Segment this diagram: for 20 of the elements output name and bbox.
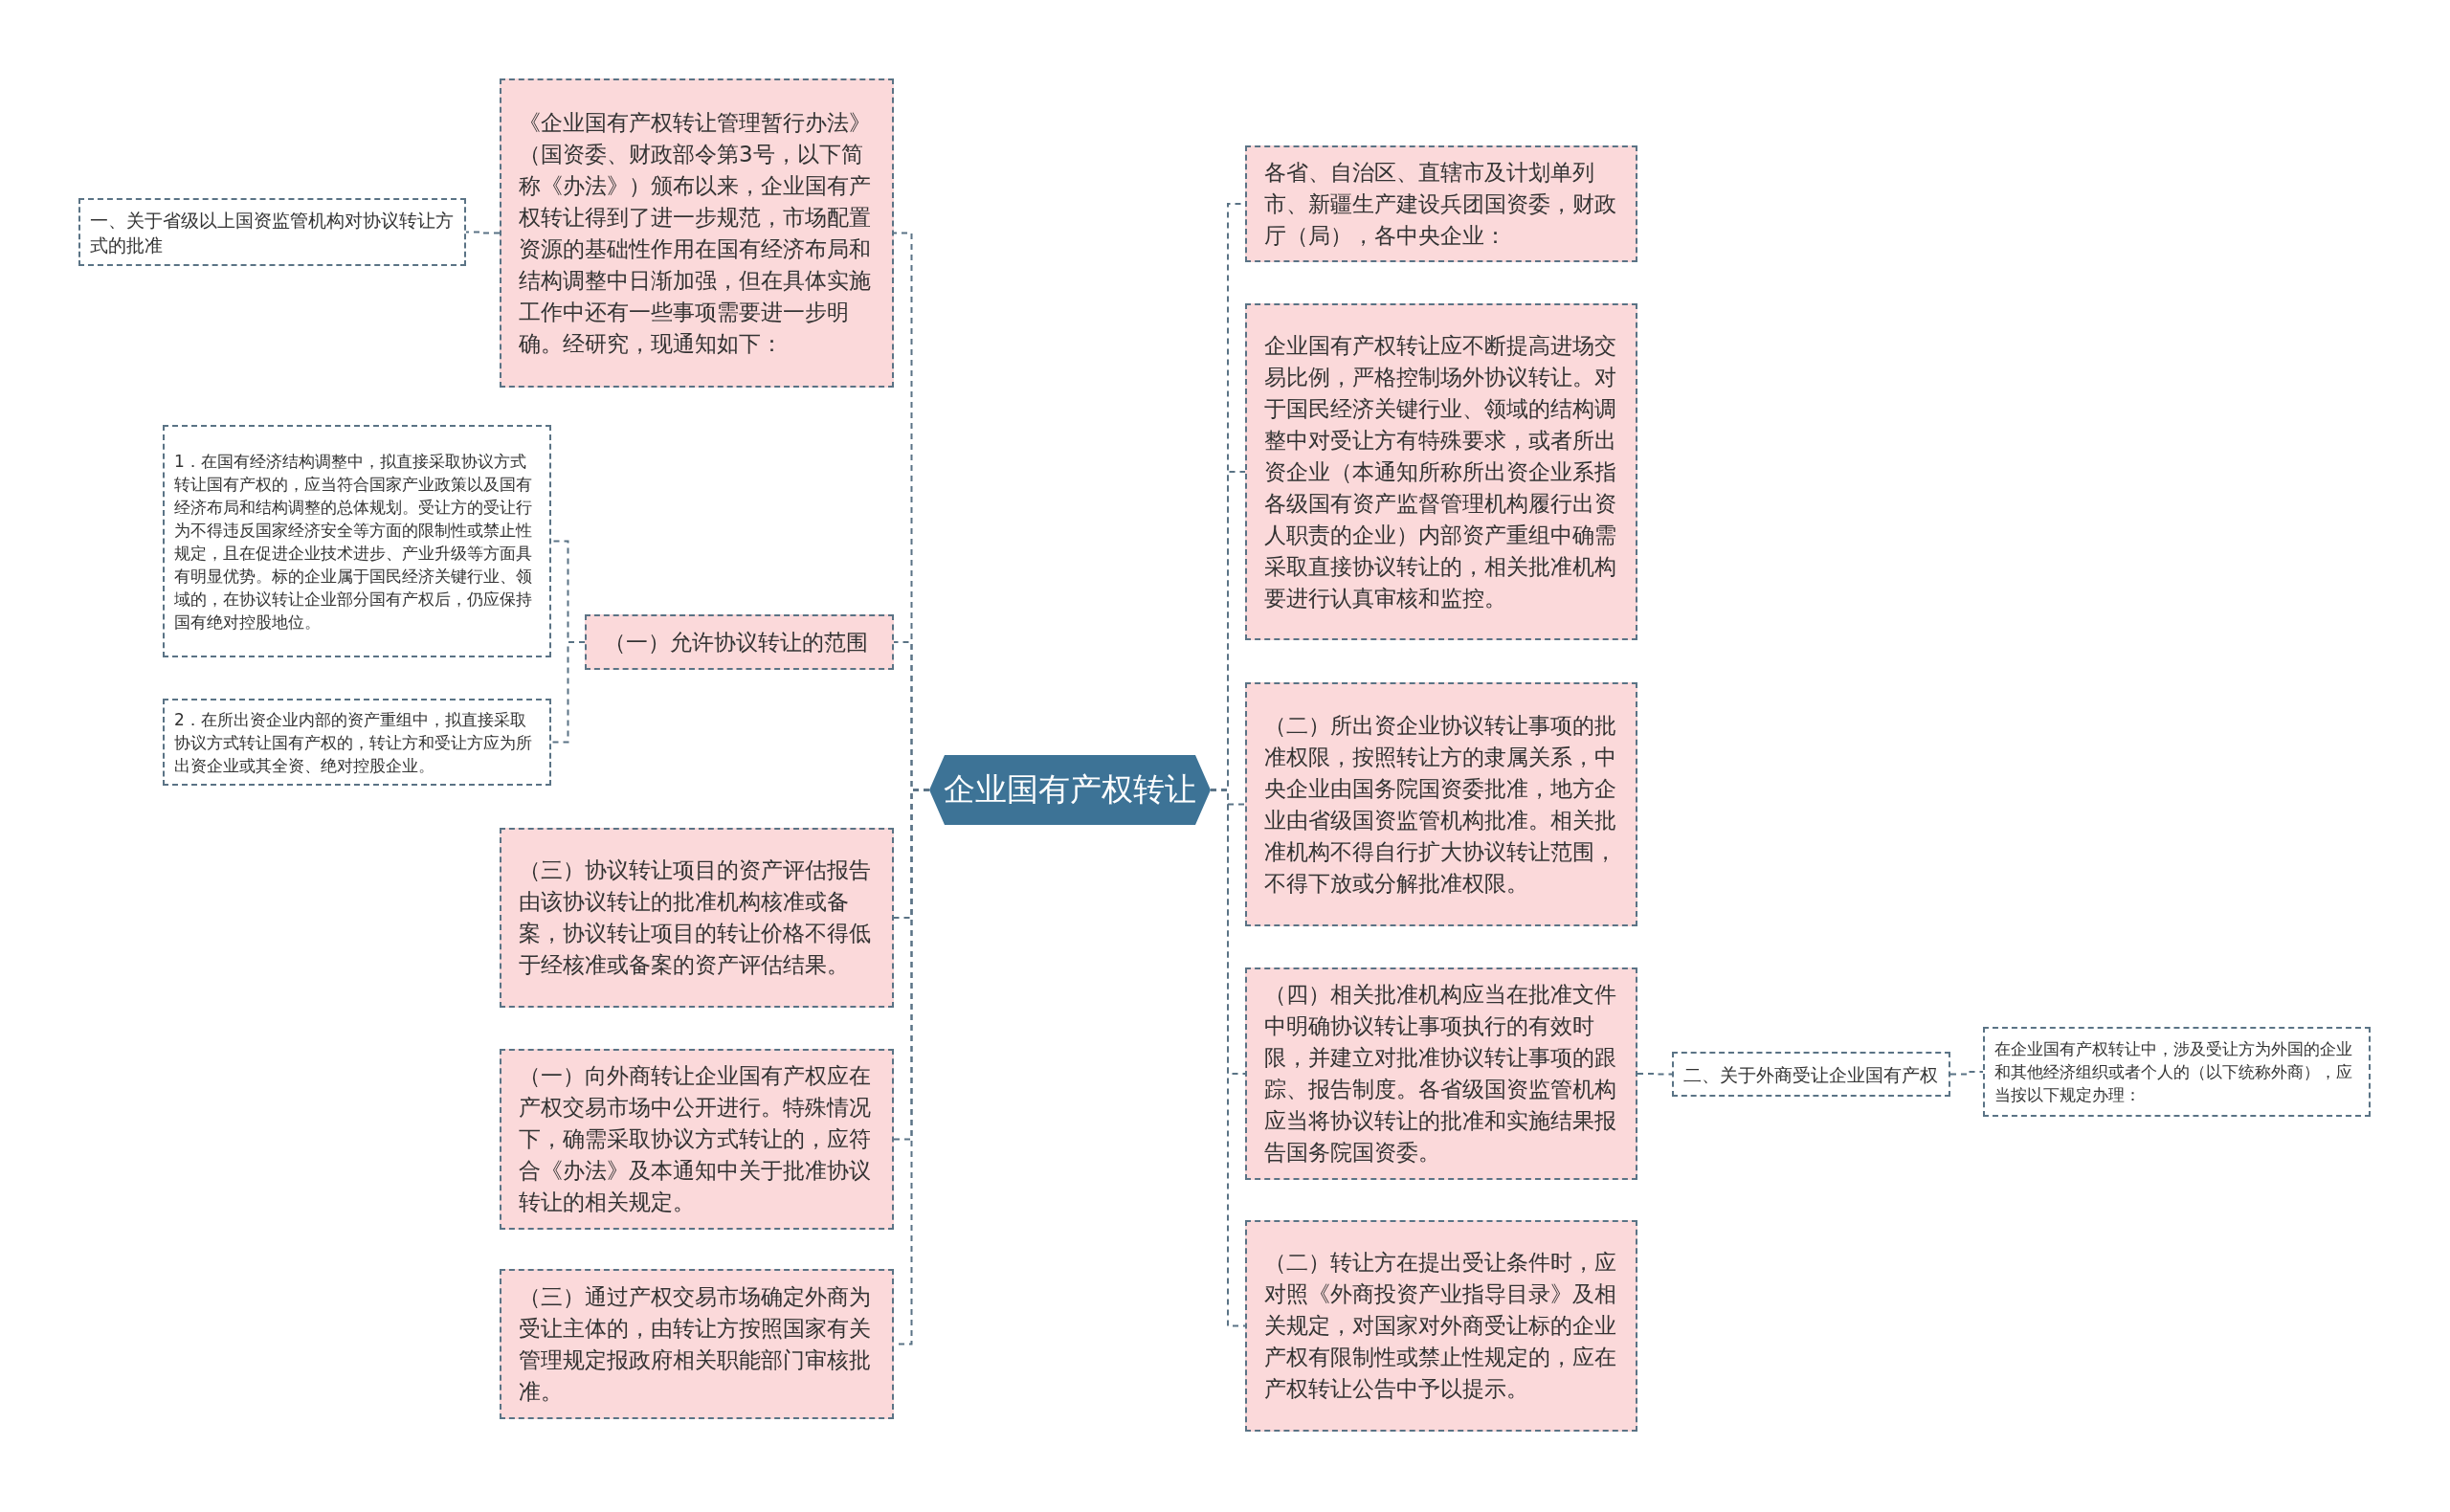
topic-hexagon: 企业国有产权转让 <box>929 755 1211 825</box>
connector-line <box>1637 1073 1673 1076</box>
note-box: 1．在国有经济结构调整中，拟直接采取协议方式转让国有产权的，应当符合国家产业政策以及国有经济布局和结构调整的总体规划。受让方的受让行为不得违反国家经济安全等方面的限制性或禁止性规定，且在促进企业技术进步、产业升级等方面具有明显优势。标的企业属于国民经济关键行业、领域的，在协议转让企业部分国有产权后，仍应保持国有绝对控股地位。 <box>163 425 551 657</box>
topic-box: （一）向外商转让企业国有产权应在产权交易市场中公开进行。特殊情况下，确需采取协议方式转让的，应符合《办法》及本通知中关于批准协议转让的相关规定。 <box>500 1049 894 1230</box>
topic-box: （二）转让方在提出受让条件时，应对照《外商投资产业指导目录》及相关规定，对国家对外商受让标的企业产权有限制性或禁止性规定的，应在产权转让公告中予以提示。 <box>1245 1220 1637 1432</box>
topic-box: （一）允许协议转让的范围 <box>585 614 894 670</box>
note-box: 一、关于省级以上国资监管机构对协议转让方式的批准 <box>78 198 466 266</box>
connector-line <box>1949 1071 1984 1076</box>
topic-box: （三）协议转让项目的资产评估报告由该协议转让的批准机构核准或备案，协议转让项目的转让价格不得低于经核准或备案的资产评估结果。 <box>500 828 894 1008</box>
note-box: 二、关于外商受让企业国有产权 <box>1672 1052 1950 1097</box>
topic-box: 各省、自治区、直辖市及计划单列市、新疆生产建设兵团国资委，财政厅（局），各中央企业： <box>1245 145 1637 262</box>
connector-line <box>465 231 501 234</box>
topic-box: 企业国有产权转让应不断提高进场交易比例，严格控制场外协议转让。对于国民经济关键行业、领域的结构调整中对受让方有特殊要求，或者所出资企业（本通知所称所出资企业系指各级国有资产监督管理机构履行出资人职责的企业）内部资产重组中确需采取直接协议转让的，相关批准机构要进行认真审核和监控。 <box>1245 303 1637 640</box>
connector-line <box>550 641 586 744</box>
note-box: 2．在所出资企业内部的资产重组中，拟直接采取协议方式转让国有产权的，转让方和受让方应为所出资企业或其全资、绝对控股企业。 <box>163 699 551 786</box>
topic-box: （二）所出资企业协议转让事项的批准权限，按照转让方的隶属关系，中央企业由国务院国资委批准，地方企业由省级国资监管机构批准。相关批准机构不得自行扩大协议转让范围，不得下放或分解批准权限。 <box>1245 682 1637 926</box>
topic-box: （三）通过产权交易市场确定外商为受让主体的，由转让方按照国家有关管理规定报政府相关职能部门审核批准。 <box>500 1269 894 1419</box>
topic-box: （四）相关批准机构应当在批准文件中明确协议转让事项执行的有效时限，并建立对批准协议转让事项的跟踪、报告制度。各省级国资监管机构应当将协议转让的批准和实施结果报告国务院国资委。 <box>1245 967 1637 1180</box>
note-box: 在企业国有产权转让中，涉及受让方为外国的企业和其他经济组织或者个人的（以下统称外商），应当按以下规定办理： <box>1983 1027 2371 1117</box>
topic-box: 《企业国有产权转让管理暂行办法》（国资委、财政部令第3号，以下简称《办法》）颁布以来，企业国有产权转让得到了进一步规范，市场配置资源的基础性作用在国有经济布局和结构调整中日渐加强，但在具体实施工作中还有一些事项需要进一步明确。经研究，现通知如下： <box>500 78 894 388</box>
